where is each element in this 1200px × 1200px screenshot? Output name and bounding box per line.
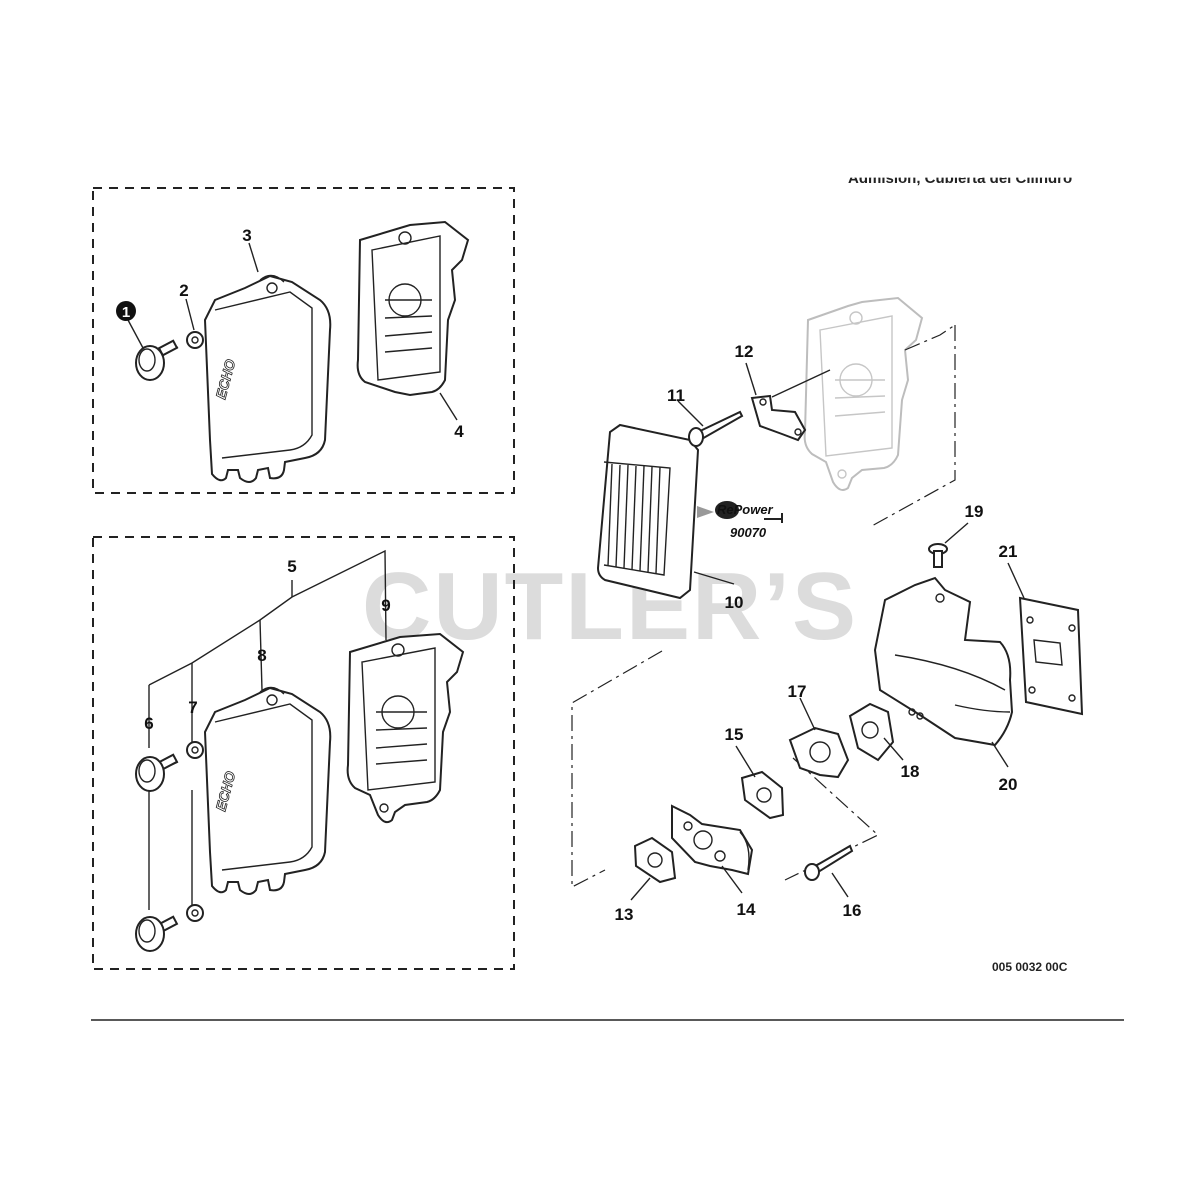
diagram-code: 005 0032 00C xyxy=(992,960,1068,974)
ghost-air-case-part xyxy=(803,296,924,491)
callout-8: 8 xyxy=(257,646,266,665)
carburetor-gasket-part xyxy=(740,770,785,820)
bolt-part xyxy=(688,410,744,447)
bracket-part xyxy=(750,394,807,442)
air-cleaner-case-part xyxy=(356,220,470,397)
group-box-bottom xyxy=(92,536,515,970)
knob-part xyxy=(135,339,179,381)
air-cleaner-case-part-2 xyxy=(346,632,465,824)
intake-gasket-part xyxy=(633,836,677,884)
callout-2: 2 xyxy=(179,281,188,300)
callout-6: 6 xyxy=(144,714,153,733)
carburetor-bolt-part xyxy=(804,844,854,881)
callout-19: 19 xyxy=(965,502,984,521)
carburetor-part xyxy=(671,804,754,876)
page-title: Admision, Cubierta del Cilindro xyxy=(848,170,1073,187)
callout-20: 20 xyxy=(999,775,1018,794)
insulator-gasket-part xyxy=(848,702,895,762)
callout-10: 10 xyxy=(725,593,744,612)
callout-11: 11 xyxy=(667,386,685,405)
washer-part xyxy=(186,331,204,349)
callout-18: 18 xyxy=(901,762,920,781)
repower-part-number: 90070 xyxy=(730,525,767,540)
repower-logo xyxy=(697,501,783,523)
callout-1-marker xyxy=(116,301,136,321)
callout-15: 15 xyxy=(725,725,744,744)
insulator-part xyxy=(788,726,850,779)
group-box-top xyxy=(92,187,515,494)
callout-17: 17 xyxy=(788,682,807,701)
knob-part-2 xyxy=(135,753,179,792)
air-cleaner-cover-part-2 xyxy=(203,686,332,895)
callout-4: 4 xyxy=(454,422,464,441)
washer-part-2 xyxy=(186,741,204,922)
callout-7: 7 xyxy=(188,698,197,717)
knob-part-3 xyxy=(135,915,179,952)
air-filter-part xyxy=(596,423,700,600)
callout-12: 12 xyxy=(735,342,754,361)
callout-9: 9 xyxy=(381,596,390,615)
gasket-part xyxy=(1018,596,1084,716)
callout-1: 1 xyxy=(122,304,130,321)
callout-14: 14 xyxy=(737,900,756,919)
callout-13: 13 xyxy=(615,905,634,924)
screw-part xyxy=(928,543,948,568)
cylinder-cover-part xyxy=(873,576,1014,747)
repower-brand-text: RePower xyxy=(717,502,774,517)
air-cleaner-cover-part xyxy=(203,274,332,483)
callout-5: 5 xyxy=(287,557,296,576)
callout-3: 3 xyxy=(242,226,251,245)
callout-16: 16 xyxy=(843,901,862,920)
callout-21: 21 xyxy=(999,542,1018,561)
